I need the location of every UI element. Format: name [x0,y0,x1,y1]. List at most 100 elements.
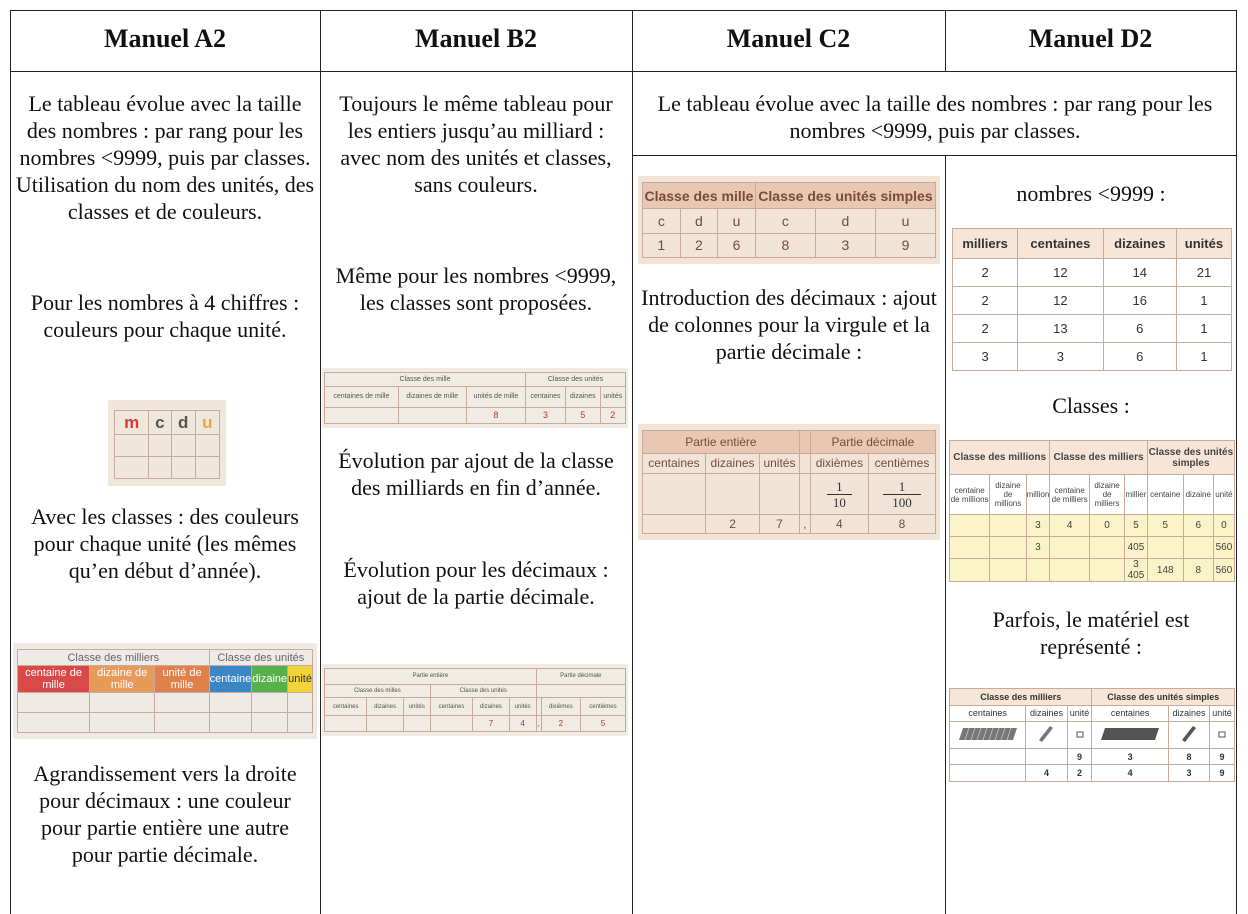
d2-ccol-8: dizaine [1182,474,1214,515]
d2-r1-c3: 14 [1102,258,1177,287]
b2-dcol-3: unités [402,697,431,717]
b2-class-unites-2: Classe des unités [429,683,537,699]
d2-cr2-9: 560 [1212,536,1236,559]
d2-r1-c4: 21 [1175,258,1233,287]
d2-cr3-3 [1025,558,1051,582]
d2-figure-classes-table: Classe des millions Classe des milliers … [948,440,1236,584]
b2-figure-classes-table: Classe des mille Classe des unités centa… [322,368,628,428]
c2d2-intro-divider [632,155,1237,156]
b2-val-5: 5 [565,406,601,425]
c2-dval-3: 7 [759,514,800,534]
d2-r3-c1: 2 [951,314,1019,343]
c2-class-mille: Classe des mille [642,181,756,210]
c2-dcol-3: unités [759,452,800,475]
b2-val-3: 8 [465,406,527,425]
d2-col-milliers: milliers [951,228,1019,259]
a2-rank-u: u [194,410,221,435]
d2-cr2-7 [1146,536,1184,559]
c2-d2-intro: Le tableau évolue avec la taille des nom… [657,91,1213,143]
b2-dcol-8: centièmes [579,697,627,717]
c2-dval-2: 2 [704,514,761,534]
d2-mclass-unites-simples: Classe des unités simples [1091,688,1235,706]
b2-dcol-5: dizaines [472,697,510,717]
c2-dcol-4: dixièmes [809,452,869,475]
b2-paragraph-3: Évolution par ajout de la classe des mil… [338,448,614,500]
d2-class-unites-simples: Classe des unités simples [1146,440,1236,475]
c2-dval-5: 8 [867,514,937,534]
c2-val-6: 9 [874,232,937,259]
b2-dval-5: 7 [472,715,510,732]
d2-mr2-4: 4 [1091,764,1169,782]
d2-cr3-6: 3 405 [1124,558,1148,582]
b2-dval-1 [323,715,368,732]
d2-ccol-1: centaine de millions [948,474,991,515]
a2-figure-rank-table: m c d u [108,400,226,486]
border-left [10,10,11,914]
c2-col-3: u [717,208,756,234]
c2-val-1: 1 [642,232,681,259]
d2-col-unites: unités [1175,228,1233,259]
d2-cr1-9: 0 [1212,514,1236,537]
d2-material-plaque-icon-2 [1091,721,1169,749]
c2-val-2: 2 [679,232,719,259]
d2-paragraph-2: Classes : [1052,393,1130,418]
d2-cr1-4: 4 [1049,514,1091,537]
a2-class-milliers: Classe des milliers [17,648,210,667]
a2-col-dizaine: dizaine [251,665,289,693]
d2-ccol-7: centaine [1146,474,1184,515]
b2-dcol-6: unités [508,697,537,717]
b2-col-1: centaines de mille [324,386,399,408]
a2-paragraph-4: Agrandissement vers la droite pour décim… [33,761,297,867]
d2-mr1-1 [948,747,1027,766]
d2-r1-c1: 2 [951,258,1019,287]
c2-fraction-dixiemes: 1 10 [809,473,869,516]
d2-mcol-3: unité [1066,704,1093,723]
d2-cr2-8 [1182,536,1214,559]
b2-col-2: dizaines de mille [397,386,467,408]
b2-col-5: dizaines [565,386,601,408]
d2-r2-c3: 16 [1102,286,1177,315]
b2-dval-8: 5 [579,715,627,732]
c2-figure-rank-classes-table: Classe des mille Classe des unités simpl… [638,176,940,264]
d2-class-milliers: Classe des milliers [1049,440,1148,475]
b2-val-2 [397,406,467,425]
d2-r1-c2: 12 [1017,258,1104,287]
d2-r4-c2: 3 [1017,342,1104,371]
d2-cr2-6: 405 [1124,536,1148,559]
d2-ccol-9: unité [1212,474,1236,515]
d2-cr1-2 [989,514,1027,537]
c2-fraction-centiemes: 1 100 [867,473,937,516]
b2-dcol-2: dizaines [366,697,404,717]
c2-frac2-num: 1 [882,479,921,495]
d2-col-centaines: centaines [1017,228,1104,259]
d2-cr1-1 [948,514,991,537]
a2-col-dizaine-mille: dizaine de mille [89,665,156,693]
b2-partie-entiere: Partie entière [324,668,537,685]
d2-mr1-4: 3 [1091,747,1169,766]
d2-mr1-3: 9 [1066,747,1093,766]
d2-mr1-6: 9 [1209,747,1235,766]
d2-mclass-milliers: Classe des milliers [948,688,1093,706]
d2-material-barre-icon [1025,721,1068,749]
d2-mcol-2: dizaines [1025,704,1068,723]
c2-partie-entiere: Partie entière [642,430,800,454]
d2-cr1-7: 5 [1146,514,1184,537]
d2-r2-c2: 12 [1017,286,1104,315]
c2-frac2-den: 100 [892,494,912,510]
d2-material-cube-icon [1066,721,1093,749]
c2-partie-decimale: Partie décimale [809,430,937,454]
d2-cr3-1 [948,558,991,582]
header-manuel-b2: Manuel B2 [414,24,538,53]
c2-val-4: 8 [754,232,816,259]
d2-cr1-5: 0 [1089,514,1126,537]
d2-cr3-7: 148 [1146,558,1184,582]
d2-r4-c4: 1 [1175,342,1233,371]
c2-val-5: 3 [814,232,876,259]
c2-dval-1 [642,514,706,534]
a2-col-centaine-mille: centaine de mille [16,665,91,693]
a2-figure-classes-table: Classe des milliers Classe des unités ce… [13,643,317,739]
d2-mr2-2: 4 [1025,764,1068,782]
col-divider-3-body [945,155,946,914]
d2-mr2-5: 3 [1167,764,1211,782]
c2-frac1-den: 10 [832,494,846,510]
